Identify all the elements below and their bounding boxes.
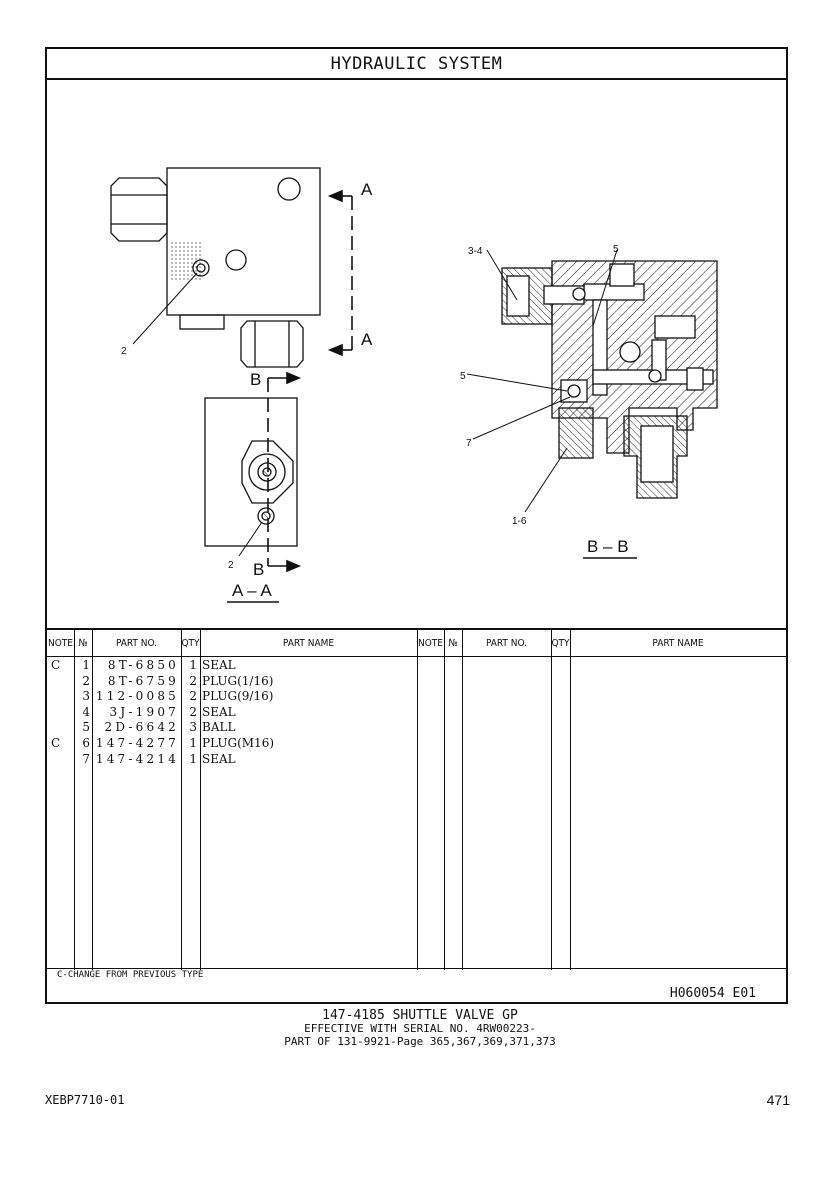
caption-effectivity: EFFECTIVE WITH SERIAL NO. 4RW00223- <box>304 1022 536 1035</box>
row-part-number: 112-0085 <box>95 689 179 704</box>
row-part-name: SEAL <box>202 704 236 719</box>
view-bb <box>501 260 718 499</box>
row-part-name: SEAL <box>202 751 236 766</box>
caption-part-of: PART OF 131-9921-Page 365,367,369,371,37… <box>284 1035 556 1048</box>
section-line-a <box>327 189 353 357</box>
row-item-number: 1 <box>82 658 90 672</box>
header-note-right: NOTE <box>418 637 443 649</box>
section-a-top-label: A <box>361 180 373 199</box>
row-item-number: 6 <box>82 736 90 750</box>
row-note: C <box>51 736 61 750</box>
header-part-no-right: PART NO. <box>485 637 528 649</box>
row-part-number: 3J-1907 <box>109 704 179 719</box>
table-row: 5 2D-6642 3 BALL <box>47 720 417 736</box>
header-part-no: PART NO. <box>115 637 158 649</box>
row-item-number: 2 <box>82 673 90 688</box>
row-part-number: 8T-6850 <box>107 658 179 672</box>
table-row: C 1 8T-6850 1 SEAL <box>47 658 417 674</box>
leader-2-front <box>132 272 198 345</box>
row-qty: 1 <box>189 658 197 672</box>
row-item-number: 5 <box>82 720 90 735</box>
callout-7: 7 <box>466 438 472 449</box>
page-number: 471 <box>766 1092 790 1108</box>
row-part-name: PLUG(9/16) <box>202 689 274 704</box>
row-part-number: 147-4277 <box>95 736 179 750</box>
hydraulic-drawing: A A 2 B B <box>47 78 786 628</box>
row-part-number: 147-4214 <box>95 751 179 766</box>
header-qty-right: QTY <box>551 637 570 649</box>
callout-2-front: 2 <box>121 346 127 357</box>
page-title: HYDRAULIC SYSTEM <box>47 49 786 80</box>
row-qty: 1 <box>189 736 197 750</box>
header-no: № <box>78 637 88 649</box>
section-line-b <box>267 371 302 573</box>
row-qty: 2 <box>189 689 197 704</box>
callout-5-top: 5 <box>613 244 619 255</box>
bb-leaders <box>466 249 618 513</box>
row-qty: 1 <box>189 751 197 766</box>
row-item-number: 4 <box>82 704 90 719</box>
table-header: NOTE № PART NO. QTY PART NAME NOTE № PAR… <box>47 630 786 657</box>
row-part-number: 8T-6759 <box>107 673 179 688</box>
figure-id: H060054 E01 <box>669 986 756 1001</box>
front-view <box>110 167 321 368</box>
view-aa <box>204 397 298 547</box>
table-row: C 6 147-4277 1 PLUG(M16) <box>47 736 417 752</box>
row-part-number: 2D-6642 <box>104 720 179 735</box>
callout-5-left: 5 <box>460 371 466 382</box>
parts-list-table: NOTE № PART NO. QTY PART NAME NOTE № PAR… <box>47 628 786 970</box>
row-item-number: 3 <box>82 689 90 704</box>
view-bb-label: B – B <box>587 537 629 556</box>
row-note: C <box>51 658 61 672</box>
table-row: 7 147-4214 1 SEAL <box>47 752 417 768</box>
section-b-top-label: B <box>250 370 261 389</box>
row-qty: 3 <box>189 720 197 735</box>
table-row: 4 3J-1907 2 SEAL <box>47 705 417 721</box>
footnote: C-CHANGE FROM PREVIOUS TYPE <box>57 970 204 980</box>
table-row: 2 8T-6759 2 PLUG(1/16) <box>47 674 417 690</box>
view-aa-label: A – A <box>232 581 272 600</box>
callout-1-6: 1-6 <box>512 516 527 527</box>
header-note: NOTE <box>48 637 73 649</box>
row-qty: 2 <box>189 704 197 719</box>
header-part-name-right: PART NAME <box>652 637 704 649</box>
leader-2-view <box>238 521 263 557</box>
table-footnote-area: C-CHANGE FROM PREVIOUS TYPE H060054 E01 <box>47 968 786 1003</box>
header-qty: QTY <box>181 637 200 649</box>
document-id: XEBP7710-01 <box>45 1093 125 1107</box>
row-part-name: PLUG(M16) <box>202 736 275 750</box>
callout-3-4: 3-4 <box>468 246 483 257</box>
row-item-number: 7 <box>82 751 90 766</box>
header-part-name: PART NAME <box>282 637 335 649</box>
parts-page-frame: HYDRAULIC SYSTEM <box>45 47 788 1004</box>
callout-2-view: 2 <box>228 560 234 571</box>
row-qty: 2 <box>189 673 197 688</box>
caption-title: 147-4185 SHUTTLE VALVE GP <box>322 1008 518 1023</box>
header-no-right: № <box>448 637 458 649</box>
row-part-name: SEAL <box>202 658 236 672</box>
row-part-name: BALL <box>202 720 236 735</box>
section-a-bottom-label: A <box>361 330 373 349</box>
row-part-name: PLUG(1/16) <box>202 673 274 688</box>
table-row: 3 112-0085 2 PLUG(9/16) <box>47 689 417 705</box>
section-b-bottom-label: B <box>253 560 264 579</box>
